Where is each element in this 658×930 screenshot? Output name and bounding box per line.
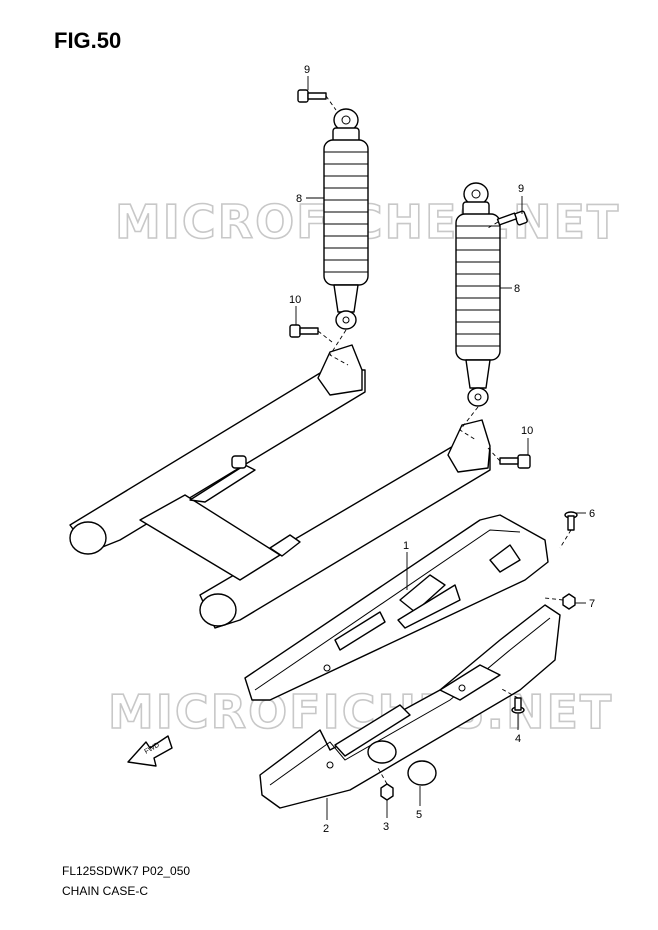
callout-7: 7 — [589, 598, 595, 610]
bolt-10-right — [487, 447, 531, 469]
callout-8-right: 8 — [514, 283, 520, 295]
swing-arm — [69, 344, 491, 629]
callout-9-right: 9 — [518, 183, 524, 195]
cap-5 — [407, 760, 437, 786]
callout-10-left: 10 — [289, 294, 301, 306]
nut-7 — [544, 593, 576, 610]
figure-title: FIG.50 — [54, 28, 122, 53]
callout-1: 1 — [403, 540, 409, 552]
diagram-caption: CHAIN CASE-C — [62, 884, 149, 898]
chain-case-lower — [259, 604, 561, 809]
callout-2: 2 — [323, 823, 329, 835]
model-code: FL125SDWK7 P02_050 — [62, 864, 191, 878]
callout-3: 3 — [383, 821, 389, 833]
chain-case-upper — [244, 514, 549, 701]
callout-5: 5 — [416, 809, 422, 821]
callout-10-right: 10 — [521, 425, 533, 437]
bolt-10-left — [289, 324, 333, 343]
callout-9-left: 9 — [304, 64, 310, 76]
nut-3 — [377, 767, 394, 801]
rear-shock-left — [323, 108, 369, 366]
callout-6: 6 — [589, 508, 595, 520]
fwd-arrow-icon: FWD — [127, 735, 173, 767]
bolt-9-left — [297, 89, 337, 111]
screw-4 — [499, 687, 525, 714]
screw-6 — [559, 511, 578, 549]
bolt-9-right — [487, 210, 528, 229]
callout-8-left: 8 — [296, 193, 302, 205]
rear-shock-right — [455, 182, 501, 441]
callout-4: 4 — [515, 733, 521, 745]
